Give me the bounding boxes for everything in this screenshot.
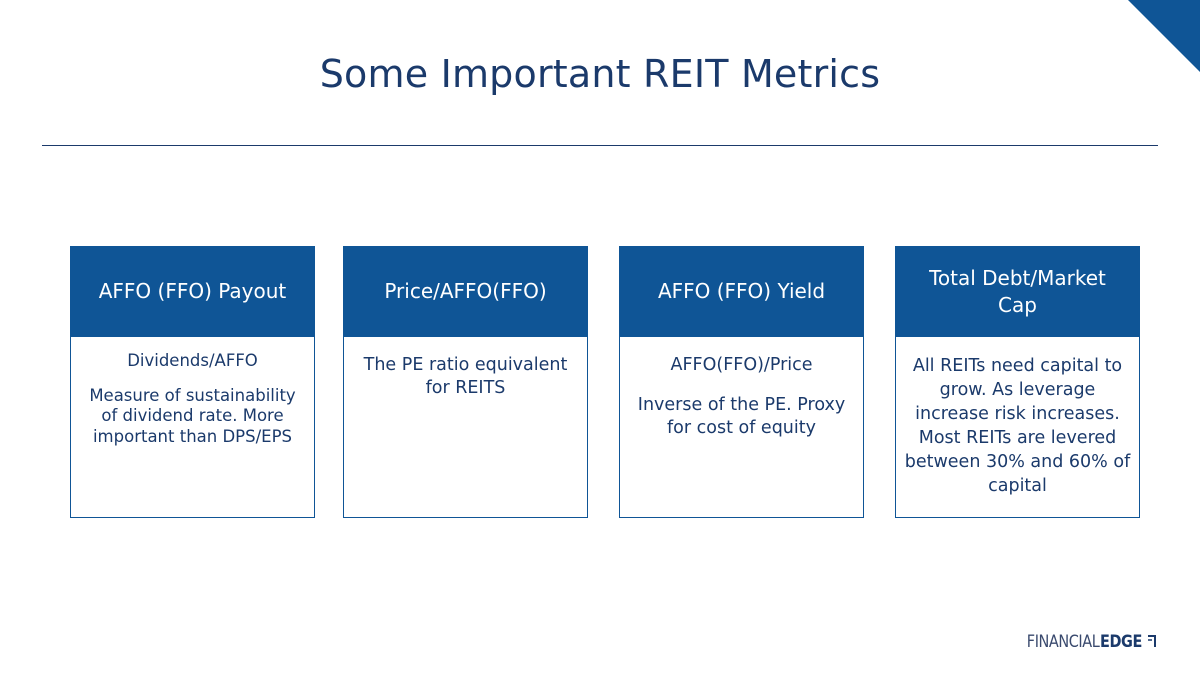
card-body: The PE ratio equivalent for REITS [343,337,588,518]
logo-text-financial: FINANCIAL [1027,632,1100,652]
card-body-description: The PE ratio equivalent for REITS [363,355,568,398]
slide-title: Some Important REIT Metrics [319,52,881,96]
logo-text-edge: EDGE [1099,632,1142,652]
card-header: Price/AFFO(FFO) [343,246,588,337]
card-body-formula: AFFO(FFO)/Price [670,355,813,375]
card-body: Dividends/AFFO Measure of sustainability… [70,337,315,518]
card-body-description: Inverse of the PE. Proxy for cost of equ… [637,394,846,439]
card-body-description: All REITs need capital to grow. As lever… [904,356,1131,496]
card-header: Total Debt/Market Cap [895,246,1140,337]
metric-card-affo-yield: AFFO (FFO) Yield AFFO(FFO)/Price Inverse… [619,246,864,518]
card-header: AFFO (FFO) Yield [619,246,864,337]
corner-bracket-icon [1148,635,1156,647]
metric-card-price-affo: Price/AFFO(FFO) The PE ratio equivalent … [343,246,588,518]
card-body-formula: Dividends/AFFO [127,351,258,370]
title-divider [42,145,1158,146]
card-header: AFFO (FFO) Payout [70,246,315,337]
card-body: AFFO(FFO)/Price Inverse of the PE. Proxy… [619,337,864,518]
metric-card-affo-payout: AFFO (FFO) Payout Dividends/AFFO Measure… [70,246,315,518]
metric-card-debt-market-cap: Total Debt/Market Cap All REITs need cap… [895,246,1140,518]
card-body: All REITs need capital to grow. As lever… [895,337,1140,518]
card-body-description: Measure of sustainability of dividend ra… [89,385,296,446]
corner-accent-shape [1128,0,1200,72]
